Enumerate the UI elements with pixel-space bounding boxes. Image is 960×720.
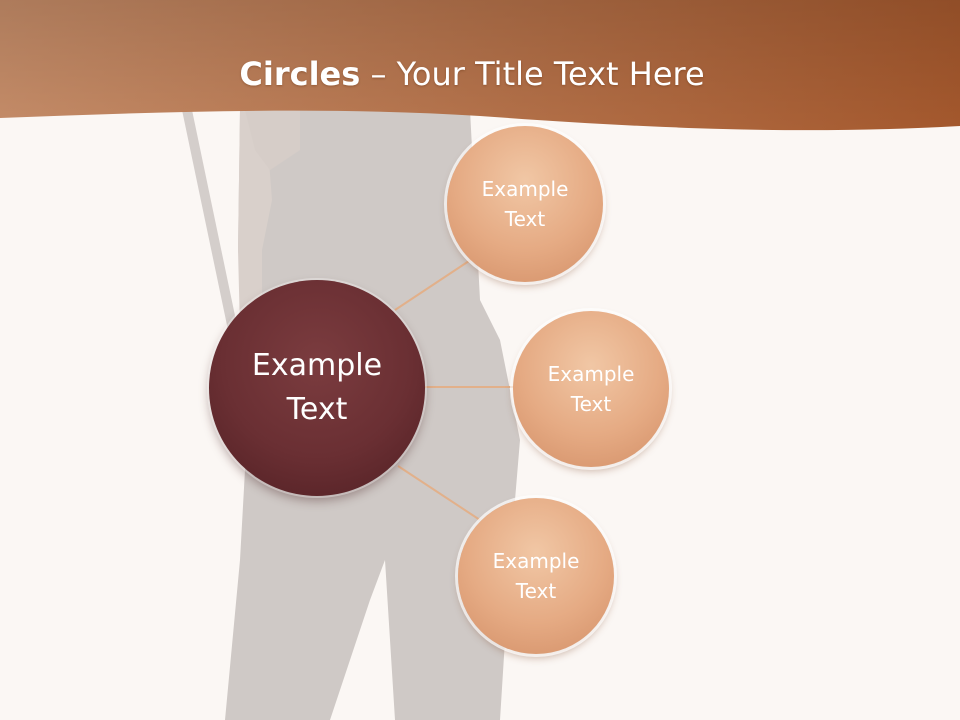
title-rest: – Your Title Text Here [360,55,705,93]
center-circle: Example Text [209,280,425,496]
title-bold: Circles [239,55,361,93]
connector-line [397,465,481,521]
figure-arm [238,110,272,360]
header-band [0,0,960,131]
node-circle-label: Example Text [481,177,569,231]
center-circle-label: Example Text [251,348,383,427]
stick-shape [182,110,238,330]
node-circle-label: Example Text [492,549,580,603]
connector-line [394,254,479,311]
figure-shoulder [245,110,300,170]
node-circle-bottom: Example Text [458,498,614,654]
slide-title: Circles – Your Title Text Here [0,52,944,96]
node-circle-label: Example Text [547,362,635,416]
node-circle-middle: Example Text [513,311,669,467]
node-circle-top: Example Text [447,126,603,282]
